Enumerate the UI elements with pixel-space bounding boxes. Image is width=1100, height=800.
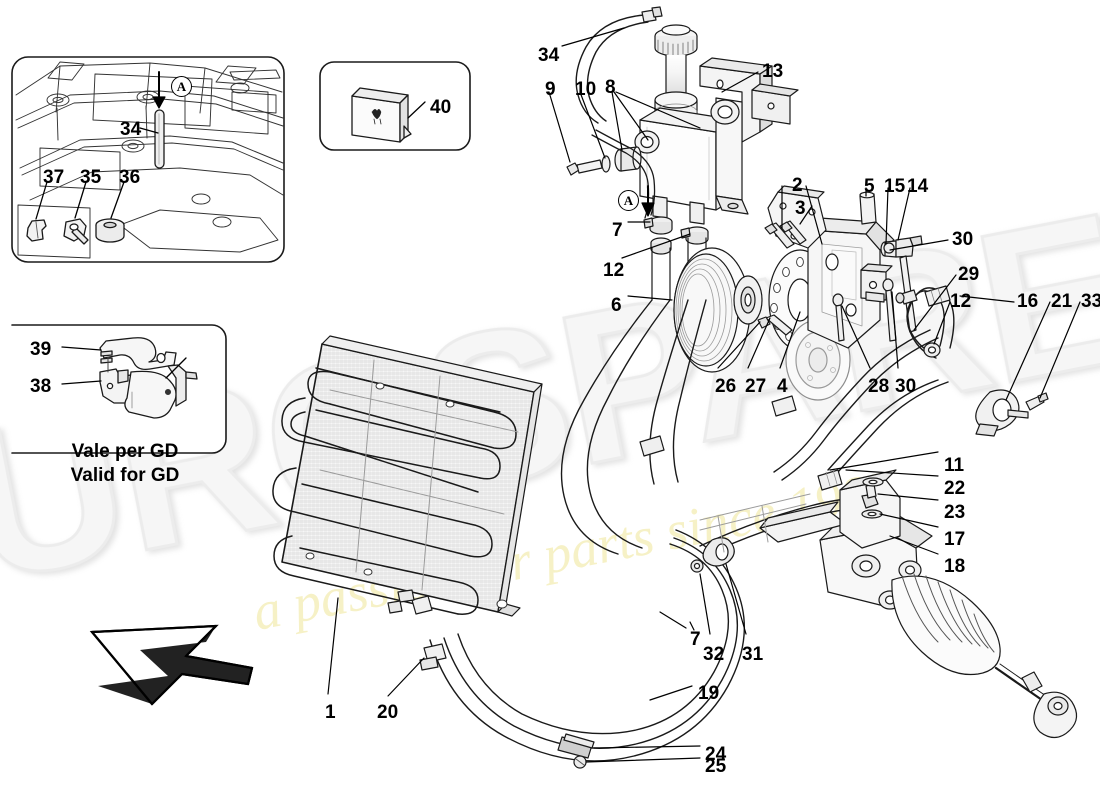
hose-retainer-24 <box>557 733 595 759</box>
reservoir-eyelet-left <box>634 130 660 154</box>
callout-18-steering-box: 18 <box>944 556 966 577</box>
nut-25 <box>573 755 587 769</box>
callout-12-clip-right: 12 <box>950 291 972 312</box>
bolt-28 <box>832 293 845 342</box>
oil-cooler-1 <box>272 335 543 617</box>
label-tag-part <box>351 87 412 143</box>
clamp-7-lower <box>650 237 672 255</box>
callout-27-bolt: 27 <box>745 376 767 397</box>
callout-9-bolt: 9 <box>545 79 556 100</box>
seal-17 <box>861 509 883 519</box>
bolt-9 <box>566 159 603 176</box>
callout-34-bleed-pipe: 34 <box>538 45 560 66</box>
callout-26-washer: 26 <box>715 376 737 397</box>
inset-callout-37: 37 <box>43 167 65 188</box>
callout-24-retainer: 24 <box>705 744 727 765</box>
pipe-clip-31 <box>702 537 735 567</box>
bushing-8 <box>614 146 642 172</box>
callout-15-union: 15 <box>884 176 906 197</box>
callout-21-clamp: 21 <box>1051 291 1073 312</box>
callout-16-pressure-hose: 16 <box>1017 291 1039 312</box>
bolt-27 <box>765 314 793 336</box>
ball-joint <box>1033 691 1078 739</box>
callout-23-banjo-bolt: 23 <box>944 502 966 523</box>
callout-28-bolt: 28 <box>868 376 890 397</box>
hose-clamp-21 <box>975 389 1029 437</box>
rack-boot <box>891 573 1001 676</box>
callout-13-reservoir-bracket: 13 <box>762 61 784 82</box>
callout-11-return-hose: 11 <box>944 455 965 476</box>
reservoir-assembly <box>566 6 799 301</box>
steering-box-18 <box>699 469 1078 739</box>
inset-callout-38: 38 <box>30 376 52 397</box>
clamp-12-upper <box>680 226 709 245</box>
caption-english: Valid for GD <box>70 464 180 486</box>
callout-32-nut: 32 <box>703 644 725 665</box>
bolt-30-upper <box>883 242 895 254</box>
callout-5-spacer: 5 <box>864 176 875 197</box>
inset-callout-40: 40 <box>430 97 452 118</box>
cooler-clamp-7 <box>387 589 433 615</box>
bracket-bolts-3 <box>764 220 807 249</box>
callout-17-seal: 17 <box>944 529 966 550</box>
inset-pin-34 <box>154 109 165 169</box>
callout-14-fitting: 14 <box>907 176 929 197</box>
section-marker-a-main: A <box>618 190 639 211</box>
hose-ferrules <box>387 285 1049 769</box>
callout-8-bushing: 8 <box>605 77 616 98</box>
leader-lines <box>327 27 1081 763</box>
callout-30-bolt-lower: 30 <box>895 376 917 397</box>
inset-arrow-a <box>152 71 166 109</box>
callout-33-screw: 33 <box>1081 291 1100 312</box>
inset-bracket-gd <box>11 324 227 454</box>
cooler-clamp-20 <box>419 643 447 671</box>
caption-italian: Vale per GD <box>71 441 179 462</box>
callout-4-pulley: 4 <box>777 376 788 397</box>
callout-6-suction-hose: 6 <box>611 295 622 316</box>
inset-label-tag <box>319 61 471 151</box>
callout-10-hose: 10 <box>575 79 597 100</box>
direction-arrow <box>89 624 254 706</box>
washer-10 <box>601 155 611 173</box>
screw-33 <box>1025 392 1049 411</box>
reservoir-eyelet <box>710 99 740 125</box>
bracket-part-38-39 <box>99 337 198 419</box>
callout-30-bolt-upper: 30 <box>952 229 974 250</box>
bolt-30-lower <box>882 278 897 342</box>
inset-underbody-panel <box>11 56 285 263</box>
callout-7-clamp-upper: 7 <box>612 220 623 241</box>
arrow-a-main <box>641 185 655 217</box>
inset-clip-37 <box>26 219 47 242</box>
inset-callout-35: 35 <box>80 167 102 188</box>
callout-2-pump-bracket: 2 <box>792 175 803 196</box>
callout-22-washer: 22 <box>944 478 966 499</box>
inset-callout-36: 36 <box>119 167 141 188</box>
crank-pulley <box>673 247 763 373</box>
callout-31-pipe-clip: 31 <box>742 644 764 665</box>
bracket-inset-caption: Vale per GD Valid for GD <box>50 440 200 488</box>
spacer-5 <box>859 191 877 225</box>
washer-22 <box>862 477 884 487</box>
callout-20-clamp-lower: 20 <box>377 702 399 723</box>
clamp-7-upper <box>643 216 673 235</box>
inset-callout-34: 34 <box>120 119 142 140</box>
reservoir-cap <box>654 24 698 97</box>
callout-1-oil-cooler: 1 <box>325 702 336 723</box>
callout-25-nut: 25 <box>705 756 727 777</box>
callout-3-bracket-bolt: 3 <box>795 198 806 219</box>
callout-29-stud: 29 <box>958 264 980 285</box>
inset-grommet-35 <box>63 218 89 245</box>
callout-7-clamp-cooler: 7 <box>690 629 701 650</box>
section-marker-a-inset: A <box>171 76 192 97</box>
callout-19-delivery-pipe: 19 <box>698 683 720 704</box>
nut-32 <box>690 559 704 573</box>
power-steering-pump <box>807 217 895 349</box>
inset-bush-36 <box>95 218 125 243</box>
inset-callout-39: 39 <box>30 339 52 360</box>
callout-12-clip-upper: 12 <box>603 260 625 281</box>
banjo-bolt-23 <box>861 483 879 509</box>
